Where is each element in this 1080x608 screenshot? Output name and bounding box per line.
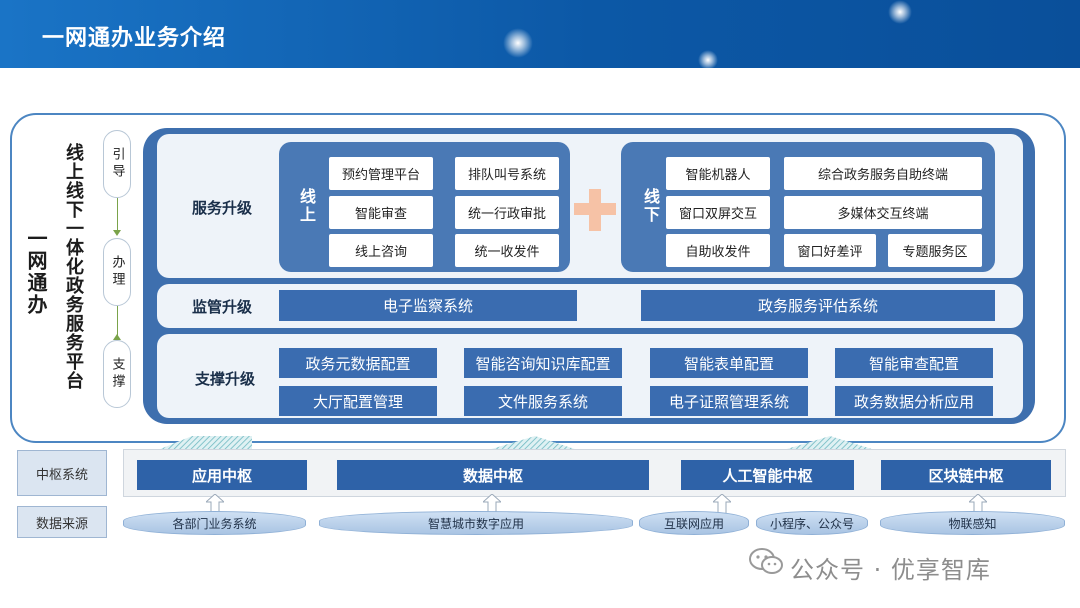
sparkle-decoration bbox=[698, 50, 718, 70]
offline-item: 窗口好差评 bbox=[784, 234, 876, 267]
supervise-item: 政务服务评估系统 bbox=[641, 290, 995, 321]
hub-item: 区块链中枢 bbox=[881, 460, 1051, 490]
online-item: 排队叫号系统 bbox=[455, 157, 559, 190]
data-source-label: 数据来源 bbox=[17, 506, 107, 538]
hub-item: 应用中枢 bbox=[137, 460, 307, 490]
sparkle-decoration bbox=[888, 0, 912, 24]
online-item: 统一收发件 bbox=[455, 234, 559, 267]
online-item: 预约管理平台 bbox=[329, 157, 433, 190]
offline-label: 线下 bbox=[641, 188, 660, 224]
support-item: 智能表单配置 bbox=[650, 348, 808, 378]
online-label: 线上 bbox=[297, 188, 316, 224]
page-title: 一网通办业务介绍 bbox=[42, 26, 227, 51]
offline-item: 专题服务区 bbox=[888, 234, 982, 267]
arrow-down-icon bbox=[113, 230, 121, 236]
hub-item: 数据中枢 bbox=[337, 460, 649, 490]
supervise-item: 电子监察系统 bbox=[279, 290, 577, 321]
support-item: 大厅配置管理 bbox=[279, 386, 437, 416]
service-upgrade-label: 服务升级 bbox=[192, 199, 253, 217]
platform-main-title: 一网通办 bbox=[24, 228, 48, 316]
data-source-item: 互联网应用 bbox=[639, 511, 749, 535]
online-item: 统一行政审批 bbox=[455, 196, 559, 229]
online-item: 线上咨询 bbox=[329, 234, 433, 267]
step-connector bbox=[117, 198, 118, 232]
offline-item: 自助收发件 bbox=[666, 234, 770, 267]
supervise-upgrade-label: 监管升级 bbox=[192, 298, 253, 316]
step-handle: 办理 bbox=[103, 238, 131, 306]
sparkle-decoration bbox=[503, 28, 533, 58]
support-item: 政务数据分析应用 bbox=[835, 386, 993, 416]
offline-item: 综合政务服务自助终端 bbox=[784, 157, 982, 190]
online-item: 智能审查 bbox=[329, 196, 433, 229]
offline-item: 窗口双屏交互 bbox=[666, 196, 770, 229]
support-item: 智能审查配置 bbox=[835, 348, 993, 378]
data-source-item: 小程序、公众号 bbox=[756, 511, 868, 535]
hub-system-label: 中枢系统 bbox=[17, 450, 107, 496]
watermark-text: 公众号 · 优享智库 bbox=[790, 556, 991, 584]
support-item: 政务元数据配置 bbox=[279, 348, 437, 378]
data-source-item: 物联感知 bbox=[880, 511, 1065, 535]
support-item: 智能咨询知识库配置 bbox=[464, 348, 622, 378]
hub-item: 人工智能中枢 bbox=[681, 460, 854, 490]
wechat-icon bbox=[748, 546, 784, 576]
offline-item: 多媒体交互终端 bbox=[784, 196, 982, 229]
plus-icon bbox=[589, 189, 601, 231]
offline-item: 智能机器人 bbox=[666, 157, 770, 190]
support-upgrade-label: 支撑升级 bbox=[195, 370, 256, 388]
data-source-item: 智慧城市数字应用 bbox=[319, 511, 633, 535]
data-source-item: 各部门业务系统 bbox=[123, 511, 306, 535]
platform-subtitle: 线上线下一体化政务服务平台 bbox=[63, 143, 84, 390]
step-connector bbox=[117, 306, 118, 338]
step-guide: 引导 bbox=[103, 130, 131, 198]
support-item: 文件服务系统 bbox=[464, 386, 622, 416]
support-item: 电子证照管理系统 bbox=[650, 386, 808, 416]
step-support: 支撑 bbox=[103, 340, 131, 408]
